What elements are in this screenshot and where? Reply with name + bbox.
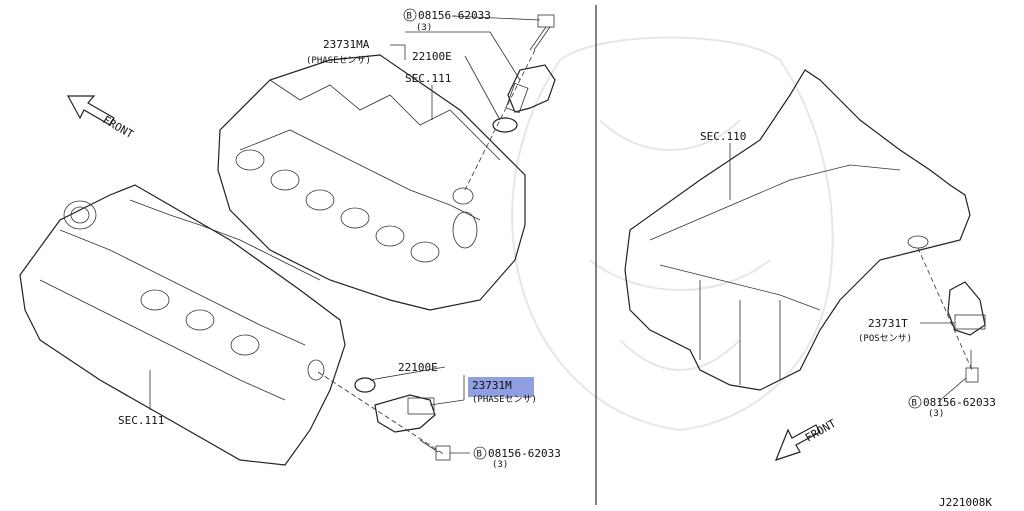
o-ring-lower bbox=[354, 377, 376, 393]
o-ring-upper bbox=[492, 117, 518, 133]
front-arrow-right-icon bbox=[774, 424, 821, 461]
bolt-right bbox=[965, 350, 979, 383]
sec111-bottom: SEC.111 bbox=[118, 414, 164, 427]
phase-sensor-bottom-name: (PHASEセンサ) bbox=[472, 394, 537, 405]
bolt-right-qty: (3) bbox=[928, 409, 944, 419]
front-label-right: FRONT bbox=[803, 417, 839, 445]
leader-lower-axis bbox=[317, 371, 446, 456]
leader-right-axis bbox=[917, 247, 973, 371]
svg-text:B: B bbox=[477, 450, 482, 460]
svg-text:B: B bbox=[912, 399, 917, 409]
watermark-emblem bbox=[511, 36, 834, 432]
phase-sensor-upper bbox=[505, 64, 556, 114]
cylinder-head-upper bbox=[217, 54, 526, 311]
svg-text:B: B bbox=[407, 12, 412, 22]
phase-sensor-bottom-pn: 23731M bbox=[472, 379, 512, 392]
phase-sensor-top-pn: 23731MA bbox=[323, 38, 370, 51]
pos-sensor-name: (POSセンサ) bbox=[858, 333, 912, 344]
highlight-23731M[interactable] bbox=[468, 377, 534, 397]
oil-pan bbox=[624, 69, 971, 391]
front-arrow-left-icon bbox=[66, 95, 115, 126]
bolt-top-qty: (3) bbox=[416, 23, 432, 33]
cylinder-head-lower bbox=[19, 184, 346, 466]
sec110-label: SEC.110 bbox=[700, 130, 746, 143]
bolt-marker-right-icon: B bbox=[908, 395, 922, 409]
bolt-bottom-qty: (3) bbox=[492, 460, 508, 470]
bolt-marker-bottom-icon: B bbox=[473, 446, 487, 460]
sec111-top: SEC.111 bbox=[405, 72, 451, 85]
bolt-lower bbox=[419, 439, 451, 461]
oring-top-label: 22100E bbox=[412, 50, 452, 63]
bolt-top-pn: 08156-62033 bbox=[418, 9, 491, 22]
oring-bottom-label: 22100E bbox=[398, 361, 438, 374]
pos-sensor bbox=[947, 281, 986, 336]
phase-sensor-lower bbox=[374, 394, 436, 433]
pos-sensor-pn: 23731T bbox=[868, 317, 908, 330]
bolt-right-pn: 08156-62033 bbox=[923, 396, 996, 409]
bolt-marker-top-icon: B bbox=[403, 8, 417, 22]
leader-upper-axis bbox=[464, 49, 536, 191]
phase-sensor-top-name: (PHASEセンサ) bbox=[306, 55, 371, 66]
bolt-upper bbox=[529, 14, 555, 51]
front-label-left: FRONT bbox=[101, 113, 137, 141]
leader-lines bbox=[149, 15, 967, 454]
diagram-id: J221008K bbox=[939, 496, 992, 509]
bolt-bottom-pn: 08156-62033 bbox=[488, 447, 561, 460]
